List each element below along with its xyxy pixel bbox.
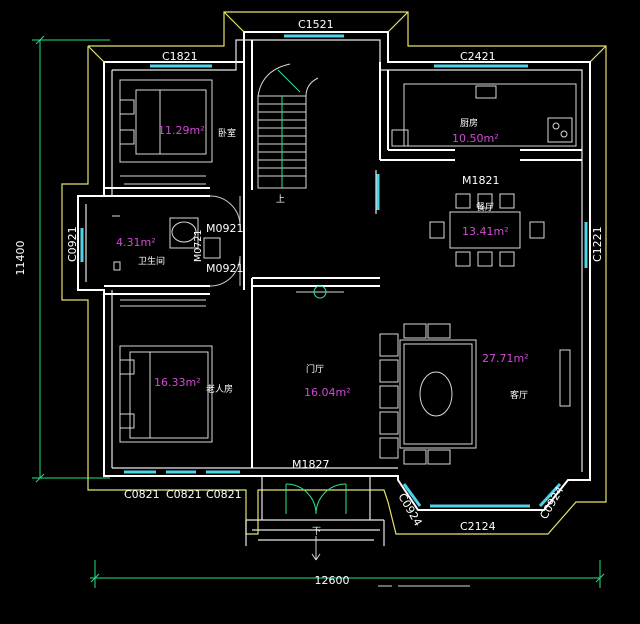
stair-down-label: 下 [312, 527, 321, 537]
window-c1221: C1221 [591, 226, 604, 262]
window-c1821: C1821 [162, 50, 198, 63]
living-area: 27.71m² [482, 352, 529, 365]
main-entrance [245, 476, 385, 561]
window-c2421: C2421 [460, 50, 496, 63]
elder-room-name: 老人房 [206, 383, 233, 395]
window-c2124: C2124 [460, 520, 496, 533]
window-c1521: C1521 [298, 18, 334, 31]
living-name: 客厅 [510, 389, 528, 401]
height-dimension: 11400 [14, 241, 27, 276]
dimension-lines [32, 35, 605, 588]
window-c0821-c: C0821 [206, 488, 242, 501]
dining-area: 13.41m² [462, 225, 509, 238]
elder-room-area: 16.33m² [154, 376, 201, 389]
door-m1827: M1827 [292, 458, 330, 471]
outer-outline [61, 11, 607, 535]
kitchen-area: 10.50m² [452, 132, 499, 145]
window-c0821-b: C0821 [166, 488, 202, 501]
door-m0921-a: M0921 [206, 222, 244, 235]
bedroom-furniture [119, 79, 213, 185]
window-c0821-a: C0821 [124, 488, 160, 501]
bathroom-area: 4.31m² [116, 236, 156, 249]
bedroom-area: 11.29m² [158, 124, 205, 137]
kitchen-fixtures [391, 83, 577, 147]
kitchen-name: 厨房 [460, 117, 478, 129]
walls [77, 31, 591, 511]
dining-name: 餐厅 [476, 201, 494, 213]
bedroom-name: 卧室 [218, 127, 236, 139]
bath-doors [203, 195, 241, 287]
corridor-fixture [296, 285, 344, 299]
foyer-area: 16.04m² [304, 386, 351, 399]
staircase [257, 63, 319, 189]
bathroom-name: 卫生间 [138, 255, 165, 267]
bathroom-fixtures [112, 215, 199, 271]
door-m0721: M0721 [193, 230, 204, 262]
door-m1821: M1821 [462, 174, 500, 187]
elder-room-furniture [119, 299, 213, 443]
windows [80, 34, 588, 508]
door-m0921-b: M0921 [206, 262, 244, 275]
living-sofa-set [379, 323, 571, 465]
window-c0921: C0921 [66, 226, 79, 262]
stair-up-label: 上 [276, 194, 285, 205]
width-dimension: 12600 [315, 574, 350, 587]
foyer-name: 门厅 [306, 363, 324, 375]
dining-table [429, 193, 545, 267]
